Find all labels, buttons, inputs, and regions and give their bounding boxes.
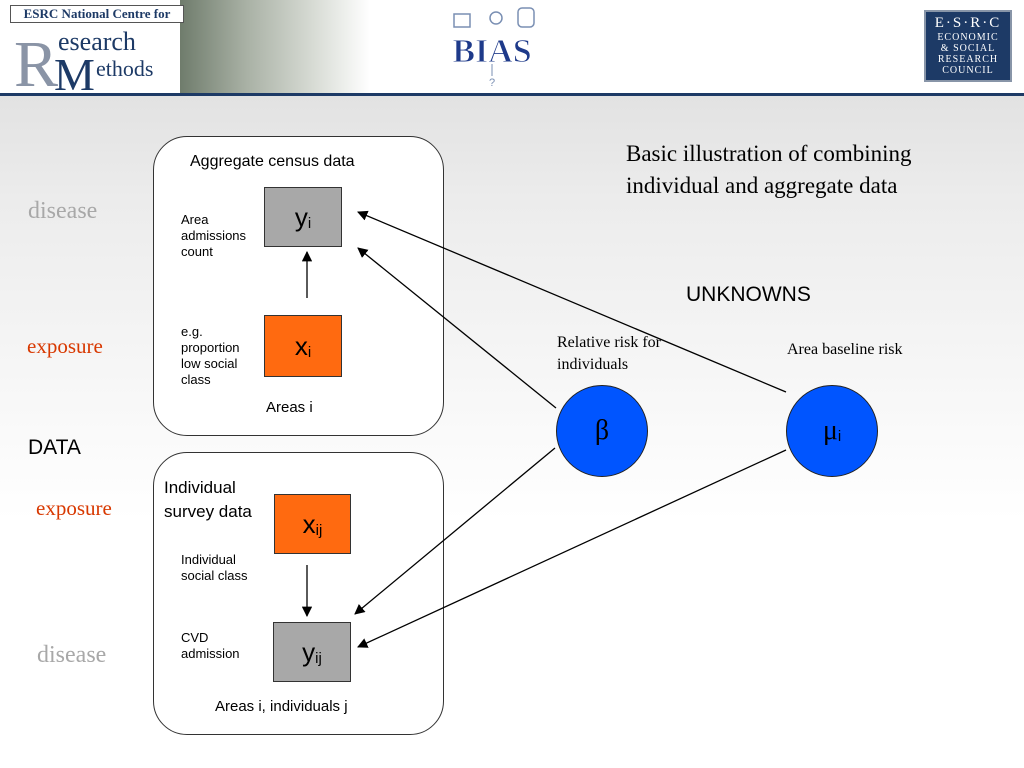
logo-research: esearch (58, 27, 136, 56)
mu-label: Area baseline risk (787, 341, 903, 358)
logo-methods: ethods (96, 56, 153, 81)
bias-text: BIAS (452, 33, 531, 70)
desc-cvd-admission: CVD admission (181, 630, 240, 661)
aggregate-footer: Areas i (266, 399, 313, 416)
bias-rounded-icon (517, 7, 535, 28)
header-photo-strip (180, 0, 370, 93)
label-exposure-bottom: exposure (36, 496, 112, 520)
label-disease-top: disease (28, 198, 98, 224)
bias-circle-icon (489, 11, 503, 25)
desc-proportion-low-class: e.g. proportion low social class (181, 324, 240, 387)
bias-logo: BIAS ? (452, 7, 535, 89)
esrc-logo: E·S·R·C ECONOMIC & SOCIAL RESEARCH COUNC… (924, 10, 1012, 82)
individual-footer: Areas i, individuals j (215, 698, 348, 715)
bias-question: ? (489, 77, 495, 89)
ncrm-logo: R esearch M ethods (14, 27, 153, 92)
label-data: DATA (28, 436, 81, 459)
logo-big-m: M (54, 49, 95, 92)
label-exposure-top: exposure (27, 334, 103, 358)
bias-square-icon (453, 13, 471, 28)
header-bar: ESRC National Centre for R esearch M eth… (0, 0, 1024, 93)
logo-big-r: R (14, 28, 58, 92)
slide-title: Basic illustration of combining individu… (626, 141, 912, 198)
individual-heading: Individual survey data (164, 478, 252, 521)
unknowns-heading: UNKNOWNS (686, 283, 811, 306)
beta-label: Relative risk for individuals (557, 334, 661, 373)
aggregate-heading: Aggregate census data (190, 153, 355, 170)
ncrm-label: ESRC National Centre for (10, 5, 184, 23)
label-disease-bottom: disease (37, 642, 107, 668)
header-rule (0, 93, 1024, 96)
desc-individual-social-class: Individual social class (181, 552, 248, 583)
beta-node: β (556, 385, 648, 477)
desc-area-admissions: Area admissions count (181, 212, 247, 259)
aggregate-data-frame (153, 136, 444, 436)
